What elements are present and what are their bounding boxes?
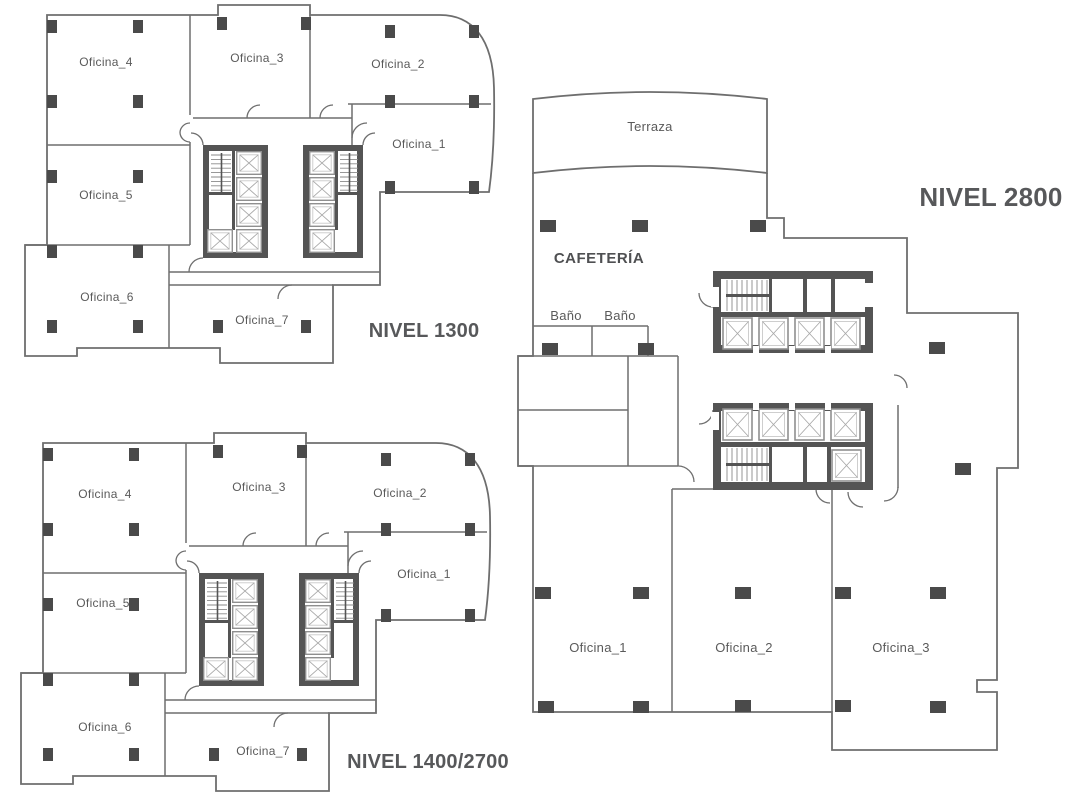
elevator-shaft xyxy=(794,317,825,350)
plan-nivel-2800: Terraza CAFETERÍA Baño Baño Oficina_1 Of… xyxy=(517,91,1062,751)
elevator-shaft xyxy=(794,408,825,441)
room-label-oficina-3: Oficina_3 xyxy=(232,480,285,494)
column xyxy=(542,343,558,355)
plan-nivel-1300: Oficina_4 Oficina_3 Oficina_2 Oficina_1 … xyxy=(25,5,494,363)
room-label-oficina-6: Oficina_6 xyxy=(78,720,131,734)
elevator-shaft xyxy=(722,408,753,441)
room-label-oficina-2: Oficina_2 xyxy=(371,57,424,71)
elevator-shaft xyxy=(831,449,862,482)
level-label-nivel-1300: NIVEL 1300 xyxy=(369,320,480,342)
room-label-oficina-4: Oficina_4 xyxy=(78,487,131,501)
column xyxy=(930,587,946,599)
room-label-oficina-4: Oficina_4 xyxy=(79,55,132,69)
room-label-cafeteria: CAFETERÍA xyxy=(554,250,644,267)
column xyxy=(930,701,946,713)
column xyxy=(750,220,766,232)
elevator-core-upper xyxy=(711,271,873,353)
elevator-shaft xyxy=(830,317,861,350)
column xyxy=(835,700,851,712)
room-label-oficina-7: Oficina_7 xyxy=(235,313,288,327)
column xyxy=(638,343,654,355)
room-label-oficina-3: Oficina_3 xyxy=(872,640,930,655)
room-label-oficina-6: Oficina_6 xyxy=(80,290,133,304)
room-label-oficina-3: Oficina_3 xyxy=(230,51,283,65)
room-label-oficina-1: Oficina_1 xyxy=(397,567,450,581)
room-labels: Terraza CAFETERÍA Baño Baño Oficina_1 Of… xyxy=(550,119,930,655)
column xyxy=(538,701,554,713)
column xyxy=(735,700,751,712)
elevator-shaft xyxy=(758,408,789,441)
column xyxy=(835,587,851,599)
level-label-nivel-1400-2700: NIVEL 1400/2700 xyxy=(347,751,509,773)
column xyxy=(955,463,971,475)
room-label-bano-left: Baño xyxy=(550,308,582,323)
column xyxy=(540,220,556,232)
elevator-shaft xyxy=(830,408,861,441)
room-label-oficina-5: Oficina_5 xyxy=(79,188,132,202)
room-label-oficina-1: Oficina_1 xyxy=(392,137,445,151)
room-label-bano-right: Baño xyxy=(604,308,636,323)
column xyxy=(633,701,649,713)
room-labels: Oficina_4 Oficina_3 Oficina_2 Oficina_1 … xyxy=(79,51,445,327)
column xyxy=(633,587,649,599)
room-label-oficina-7: Oficina_7 xyxy=(236,744,289,758)
column xyxy=(929,342,945,354)
plan-nivel-1400-2700: Oficina_4 Oficina_3 Oficina_2 Oficina_1 … xyxy=(21,433,509,791)
elevator-core-lower xyxy=(711,403,873,490)
level-label-nivel-2800: NIVEL 2800 xyxy=(919,182,1062,212)
room-label-oficina-5: Oficina_5 xyxy=(76,596,129,610)
column xyxy=(632,220,648,232)
room-label-oficina-2: Oficina_2 xyxy=(715,640,773,655)
room-label-terraza: Terraza xyxy=(627,119,673,134)
room-label-oficina-1: Oficina_1 xyxy=(569,640,627,655)
room-label-oficina-2: Oficina_2 xyxy=(373,486,426,500)
elevator-shaft xyxy=(722,317,753,350)
column xyxy=(535,587,551,599)
room-labels: Oficina_4 Oficina_3 Oficina_2 Oficina_1 … xyxy=(76,480,450,758)
elevator-shaft xyxy=(758,317,789,350)
columns-group xyxy=(535,220,971,713)
column xyxy=(735,587,751,599)
